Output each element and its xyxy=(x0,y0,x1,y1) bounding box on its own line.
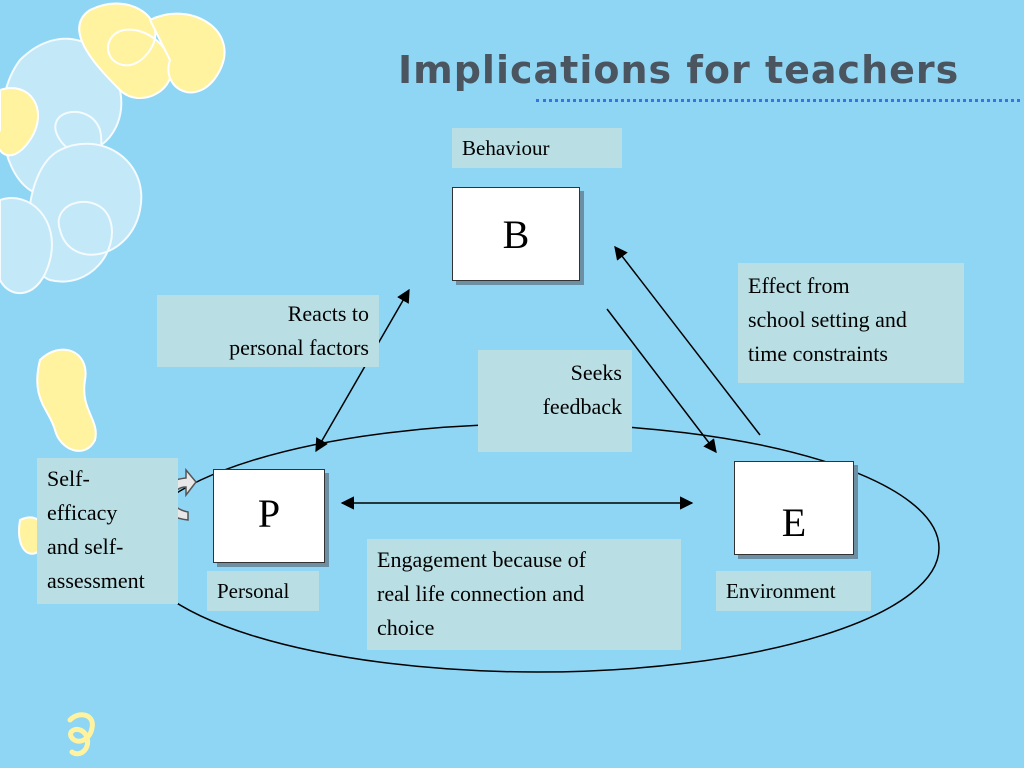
effect-line-3: time constraints xyxy=(748,341,888,366)
arrow-behaviour-environment xyxy=(606,308,717,454)
self-efficacy-line-2: efficacy xyxy=(47,500,118,525)
seeks-feedback-annotation: Seeks feedback xyxy=(478,350,632,452)
seeks-line-1: Seeks xyxy=(570,360,622,385)
reacts-line-2: personal factors xyxy=(229,335,369,360)
engagement-line-2: real life connection and xyxy=(377,581,585,606)
behaviour-caption: Behaviour xyxy=(452,128,622,168)
environment-node-letter: E xyxy=(781,500,807,545)
behaviour-node-letter: B xyxy=(502,212,530,257)
effect-line-2: school setting and xyxy=(748,307,907,332)
decorative-swirl-graphic xyxy=(0,2,226,757)
arrow-environment-behaviour xyxy=(614,245,761,436)
title-dotted-rule xyxy=(536,99,1020,102)
slide-title: Implications for teachers xyxy=(398,48,960,92)
self-efficacy-line-3: and self- xyxy=(47,534,124,559)
effect-line-1: Effect from xyxy=(748,273,850,298)
reacts-annotation: Reacts to personal factors xyxy=(157,295,379,367)
arrow-personal-behaviour xyxy=(315,288,410,453)
behaviour-node: B xyxy=(452,187,580,281)
personal-node: P xyxy=(213,469,325,563)
seeks-line-2: feedback xyxy=(542,394,622,419)
engagement-annotation: Engagement because of real life connecti… xyxy=(367,539,681,650)
personal-node-letter: P xyxy=(257,491,281,536)
engagement-line-1: Engagement because of xyxy=(377,547,586,572)
self-efficacy-line-4: assessment xyxy=(47,568,145,593)
environment-node: E xyxy=(734,461,854,555)
personal-caption: Personal xyxy=(207,571,319,611)
self-efficacy-annotation: Self- efficacy and self- assessment xyxy=(37,458,178,604)
environment-caption: Environment xyxy=(716,571,871,611)
self-efficacy-line-1: Self- xyxy=(47,466,90,491)
engagement-line-3: choice xyxy=(377,615,435,640)
reacts-line-1: Reacts to xyxy=(287,301,369,326)
effect-annotation: Effect from school setting and time cons… xyxy=(738,263,964,383)
